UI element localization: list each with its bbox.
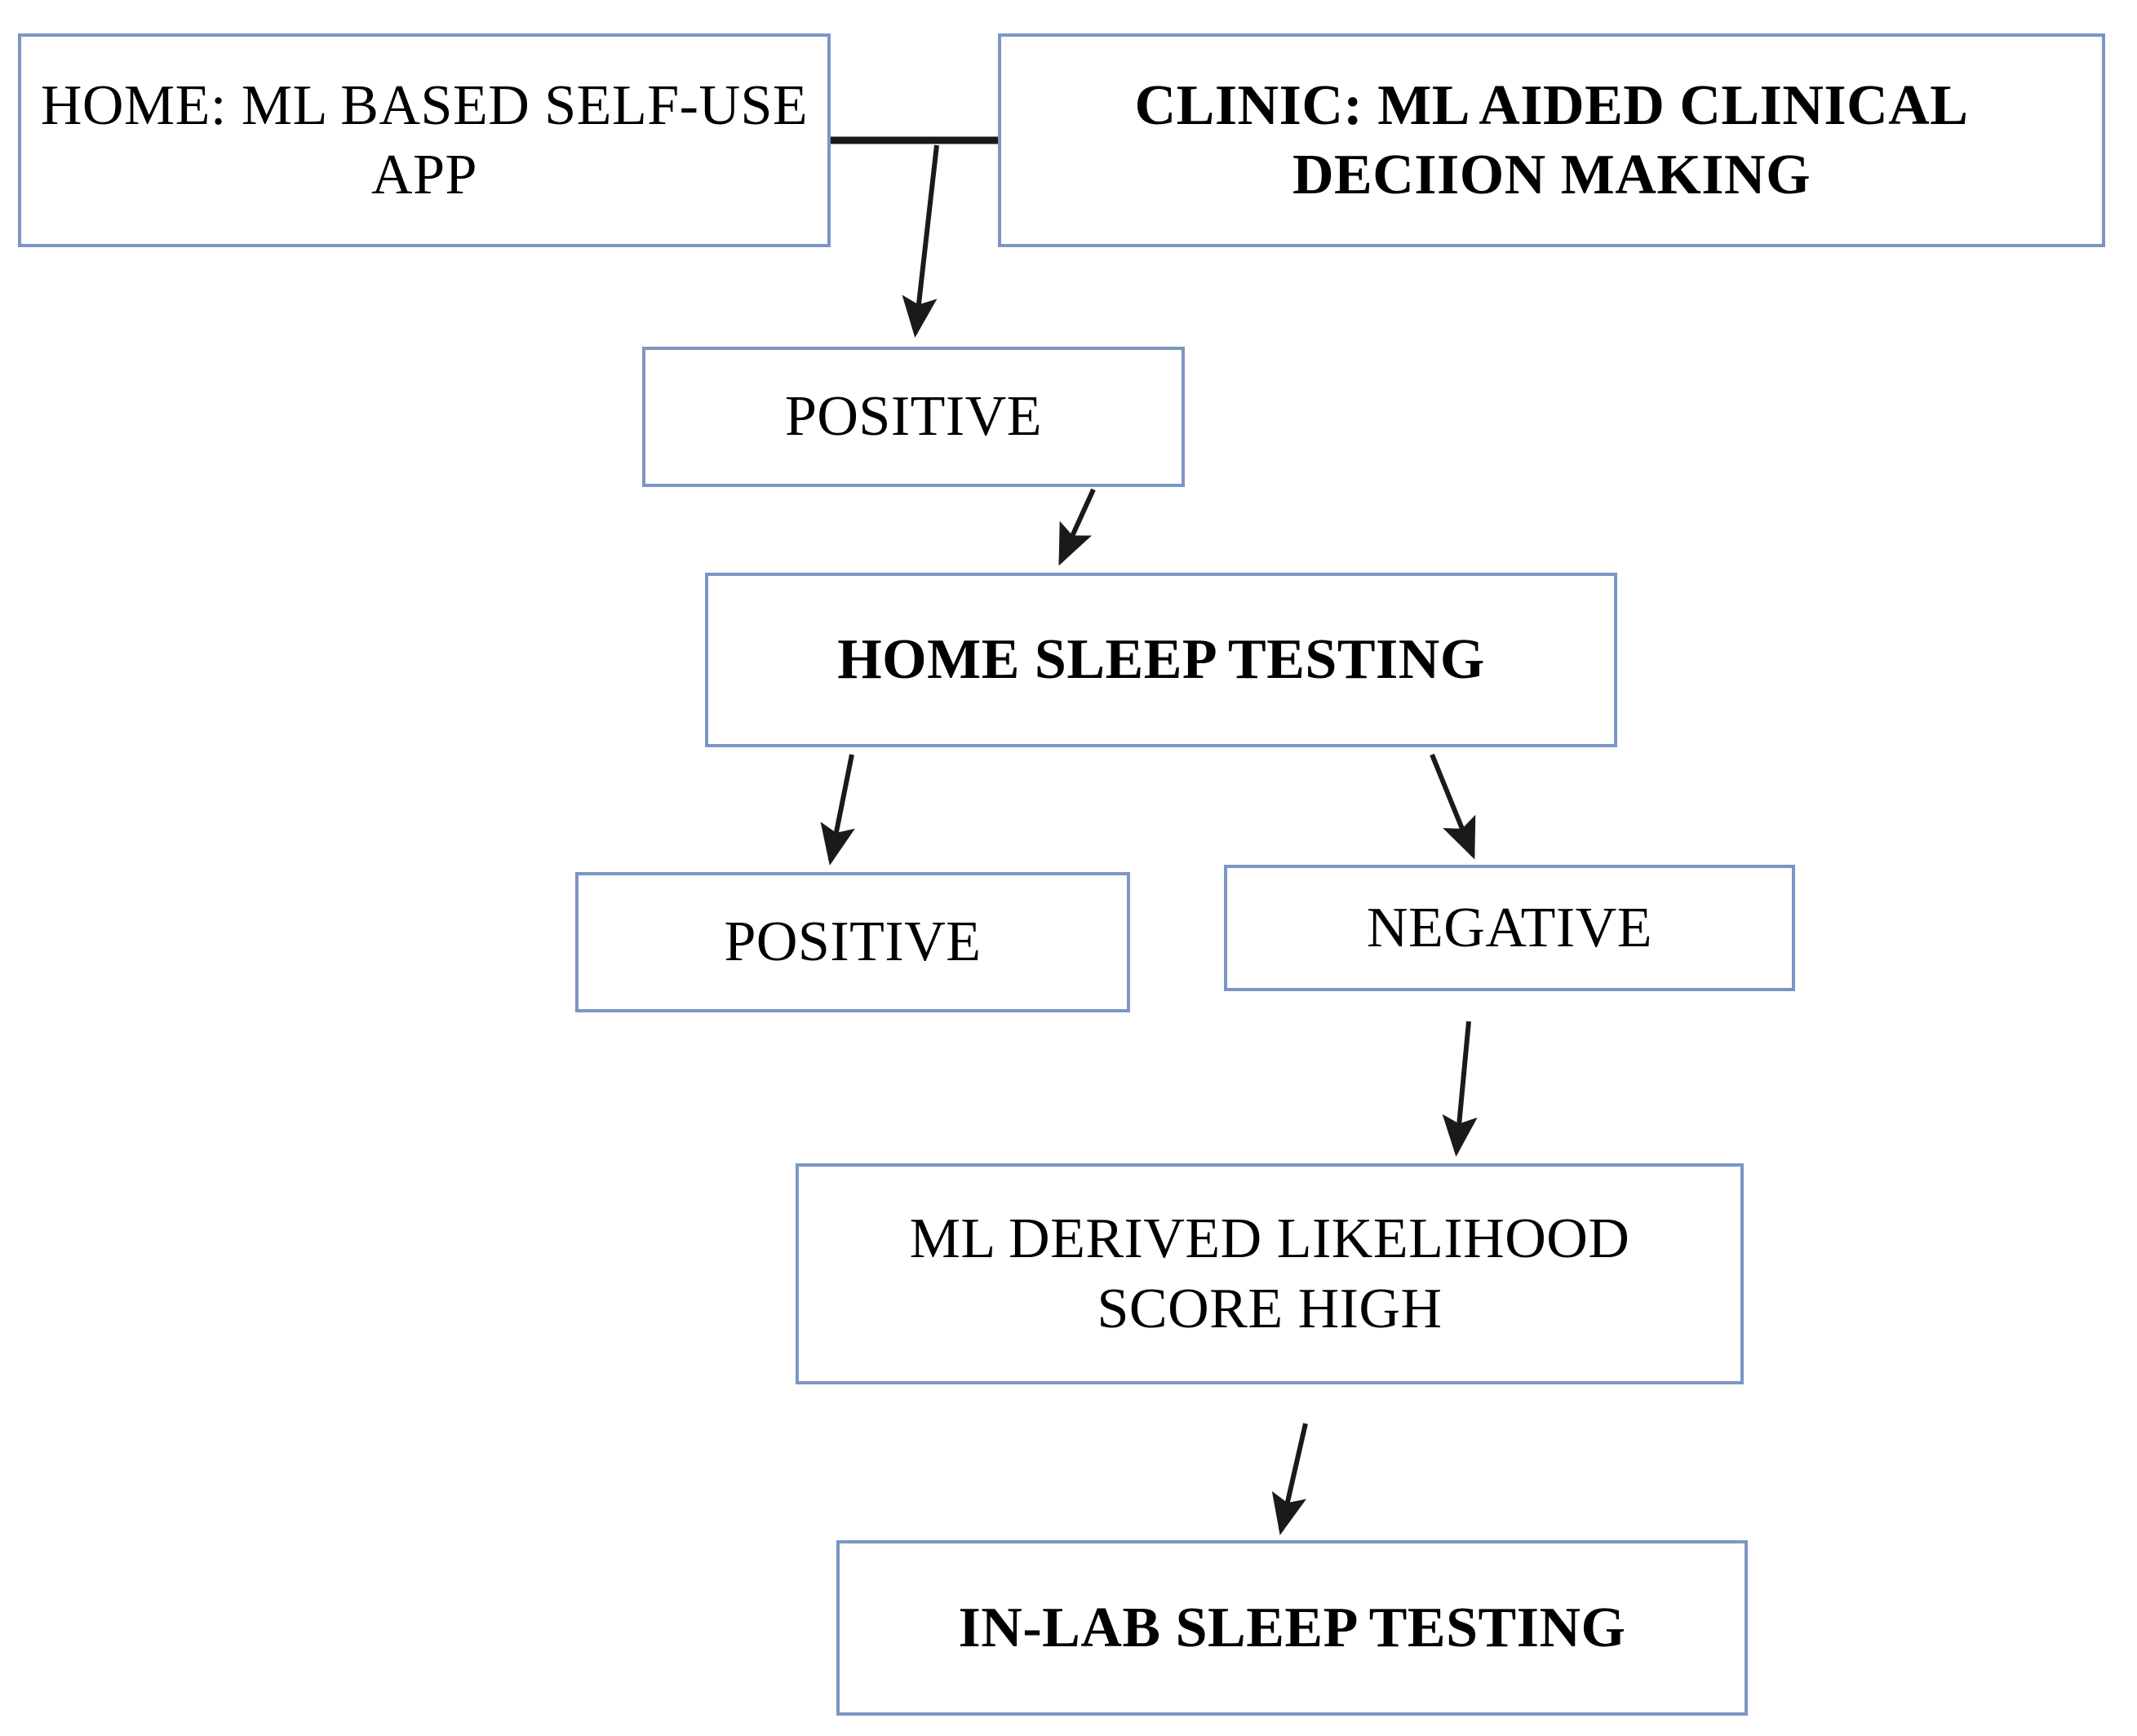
node-in-lab-sleep-testing[interactable]: IN-LAB SLEEP TESTING xyxy=(836,1540,1748,1716)
node-label: HOME SLEEP TESTING xyxy=(837,628,1485,692)
node-label: POSITIVE xyxy=(724,910,982,974)
node-label: IN-LAB SLEEP TESTING xyxy=(958,1596,1626,1659)
node-label: POSITIVE xyxy=(784,385,1043,449)
edge-clinic-to-positive1 xyxy=(902,144,939,338)
edge-hst-to-negative xyxy=(1430,753,1476,860)
node-home-ml-based-self-use-app[interactable]: HOME: ML BASED SELF-USE APP xyxy=(18,33,831,247)
edge-hst-to-positive2 xyxy=(820,754,855,866)
node-positive-clinic-branch[interactable]: POSITIVE xyxy=(642,347,1185,487)
node-label: NEGATIVE xyxy=(1366,896,1653,959)
node-negative-hst-branch[interactable]: NEGATIVE xyxy=(1224,865,1795,991)
node-ml-derived-likelihood-score-high[interactable]: ML DERIVED LIKELIHOOD SCORE HIGH xyxy=(796,1163,1744,1384)
node-home-sleep-testing[interactable]: HOME SLEEP TESTING xyxy=(705,573,1617,747)
node-label: CLINIC: ML AIDED CLINICAL DECIION MAKING xyxy=(1134,73,1969,206)
edge-mlscore-to-inlab xyxy=(1271,1423,1308,1535)
node-positive-hst-branch[interactable]: POSITIVE xyxy=(575,872,1130,1012)
node-label: HOME: ML BASED SELF-USE APP xyxy=(40,73,809,206)
node-label: ML DERIVED LIKELIHOOD SCORE HIGH xyxy=(909,1207,1630,1340)
edge-negative-to-mlscore xyxy=(1442,1021,1478,1157)
node-clinic-ml-aided-clinical-decision-making[interactable]: CLINIC: ML AIDED CLINICAL DECIION MAKING xyxy=(998,33,2105,247)
edge-positive1-to-hst xyxy=(1058,488,1096,566)
